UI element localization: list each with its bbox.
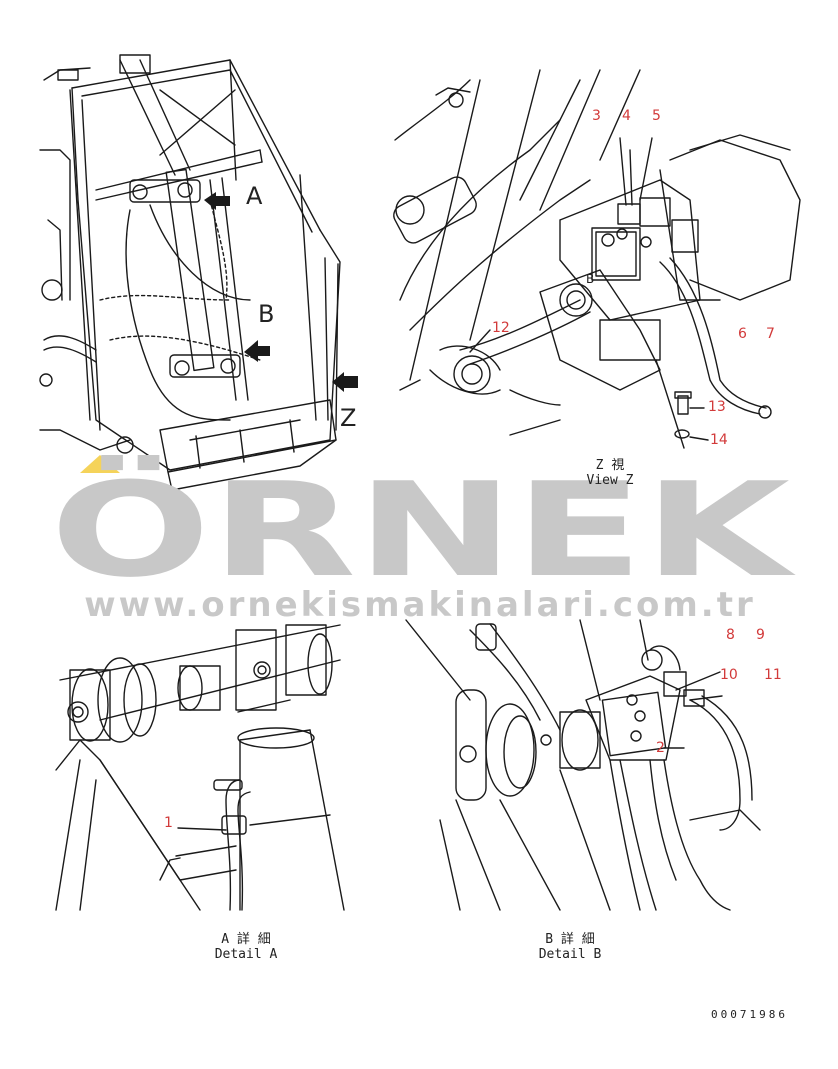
watermark-logo-text: ÖRNEK (50, 455, 796, 595)
detail-a-caption-jp: A 詳 細 (221, 932, 271, 947)
view-z-caption: Z 視 View Z (560, 458, 660, 488)
label-7: 7 (766, 326, 775, 342)
label-6: 6 (738, 326, 747, 342)
detail-a-caption-en: Detail A (214, 947, 278, 962)
label-12: 12 (492, 320, 510, 336)
label-9: 9 (756, 627, 765, 643)
label-10: 10 (720, 667, 738, 683)
watermark-accent-icon (80, 455, 120, 473)
detail-b-caption-jp: B 詳 細 (545, 932, 595, 947)
label-4: 4 (622, 108, 631, 124)
label-14: 14 (710, 432, 728, 448)
callout-b: B (258, 300, 275, 328)
callout-a: A (246, 182, 263, 210)
main-view-arrows (204, 192, 358, 392)
document-id: 00071986 (711, 1008, 788, 1021)
view-z-caption-en: View Z (586, 473, 634, 488)
view-z-frame (393, 69, 801, 449)
main-view-frame (39, 54, 341, 491)
label-1: 1 (164, 815, 173, 831)
label-13: 13 (708, 399, 726, 415)
detail-b-frame (405, 619, 761, 911)
watermark-logo: ÖRNEK (50, 455, 796, 595)
detail-b-caption-en: Detail B (538, 947, 602, 962)
detail-a-caption: A 詳 細 Detail A (196, 932, 296, 962)
label-3: 3 (592, 108, 601, 124)
watermark-url: www.ornekismakinalari.com.tr (84, 585, 756, 625)
label-b-mark: B (586, 272, 595, 286)
label-5: 5 (652, 108, 661, 124)
label-11: 11 (764, 667, 782, 683)
view-z-caption-jp: Z 視 (595, 458, 625, 473)
detail-b-caption: B 詳 細 Detail B (520, 932, 620, 962)
label-8: 8 (726, 627, 735, 643)
callout-z: Z (340, 404, 357, 432)
label-2: 2 (656, 740, 665, 756)
detail-a-frame (55, 624, 345, 911)
